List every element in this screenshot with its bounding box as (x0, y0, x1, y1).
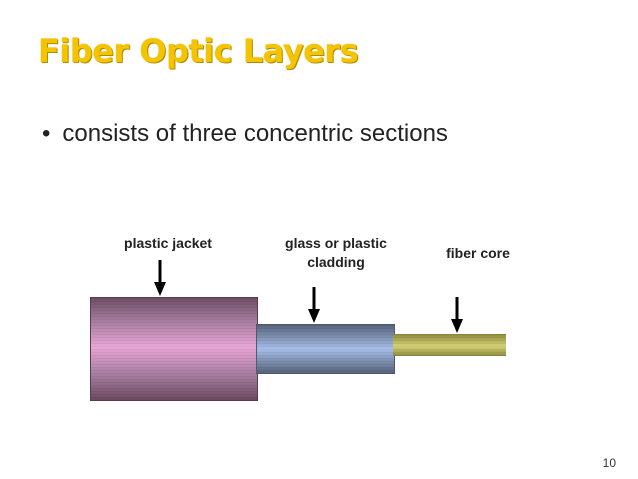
arrow-down-icon-jacket (154, 260, 166, 296)
slide-title: Fiber Optic Layers (38, 32, 359, 70)
label-plastic-jacket: plastic jacket (124, 235, 212, 251)
label-cladding: glass or plastic cladding (266, 234, 406, 272)
plastic-jacket-layer (90, 297, 258, 401)
page-number: 10 (602, 456, 616, 470)
label-cladding-line2: cladding (307, 254, 365, 270)
label-cladding-line1: glass or plastic (285, 235, 387, 251)
bullet-text: consists of three concentric sections (62, 120, 448, 147)
cladding-layer (256, 324, 395, 374)
bullet-symbol: • (42, 120, 51, 147)
label-fiber-core: fiber core (446, 245, 510, 261)
arrow-down-icon-cladding (308, 287, 320, 323)
arrow-down-icon-core (451, 297, 463, 333)
fiber-core-layer (393, 334, 506, 356)
bullet-point: • consists of three concentric sections (42, 120, 448, 148)
